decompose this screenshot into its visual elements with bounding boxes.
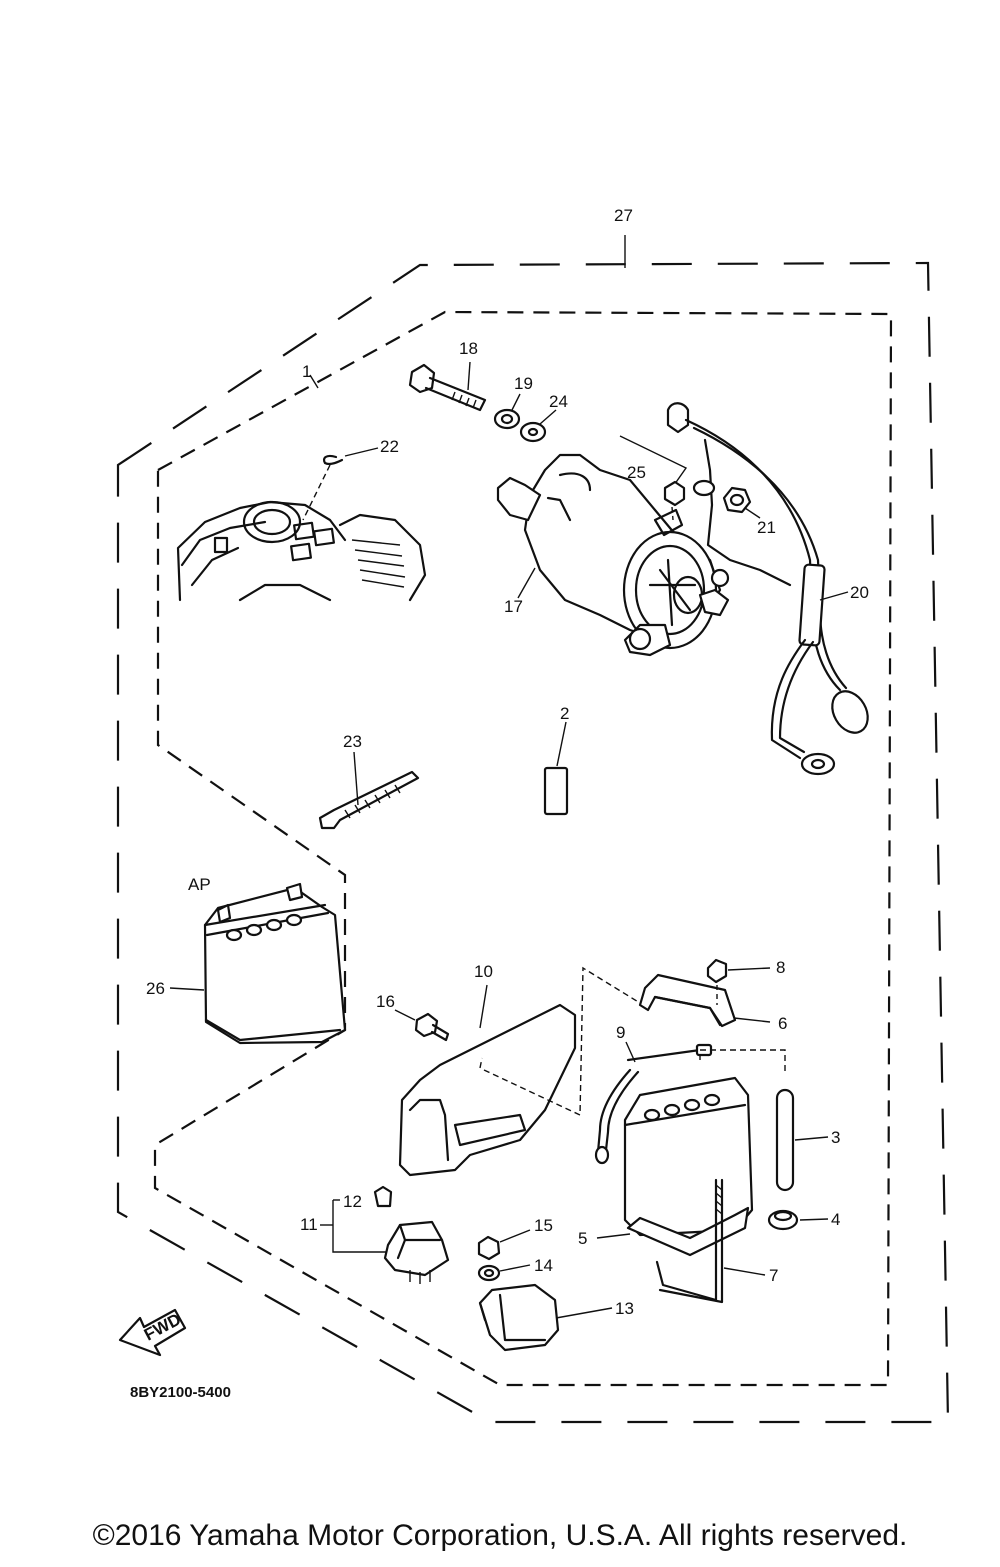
bracket-6 <box>638 973 737 1028</box>
battery-cable-9 <box>594 1043 713 1165</box>
callout-5: 5 <box>578 1229 587 1248</box>
diagram-code: 8BY2100-5400 <box>130 1384 231 1401</box>
callout-20: 20 <box>850 583 869 602</box>
nut-8 <box>706 958 728 1005</box>
callout-17: 17 <box>504 597 523 616</box>
callout-2: 2 <box>560 704 569 723</box>
callout-1: 1 <box>302 362 311 381</box>
callout-21: 21 <box>757 518 776 537</box>
callout-23: 23 <box>343 732 362 751</box>
callout-26: 26 <box>146 979 165 998</box>
washer-24 <box>519 421 547 443</box>
cable-tie-23 <box>318 770 420 830</box>
callout-3: 3 <box>831 1128 840 1147</box>
fwd-arrow-icon: FWD <box>118 1308 187 1357</box>
cover-10 <box>398 966 641 1177</box>
nut-21 <box>722 486 752 514</box>
bolt-18 <box>408 363 487 412</box>
nut-15 <box>477 1235 501 1261</box>
callout-9: 9 <box>616 1023 625 1042</box>
ap-label: AP <box>188 875 211 894</box>
callout-6: 6 <box>778 1014 787 1033</box>
nut-25 <box>663 480 686 507</box>
pad-2 <box>543 766 569 816</box>
battery-26 <box>203 882 347 1045</box>
callout-8: 8 <box>776 958 785 977</box>
unit-13 <box>478 1283 560 1352</box>
inner-kit-boundary <box>153 310 893 1387</box>
callout-13: 13 <box>615 1299 634 1318</box>
callout-11: 11 <box>300 1215 318 1234</box>
callout-4: 4 <box>831 1210 840 1229</box>
copyright-footer: ©2016 Yamaha Motor Corporation, U.S.A. A… <box>92 1519 908 1552</box>
washer-14 <box>477 1264 501 1282</box>
callout-10: 10 <box>474 962 493 981</box>
cable-20 <box>666 402 869 776</box>
grommet-4 <box>767 1209 799 1231</box>
engine-outline <box>176 464 427 602</box>
callout-16: 16 <box>376 992 395 1011</box>
callout-24: 24 <box>549 392 568 411</box>
outer-kit-boundary <box>116 261 950 1424</box>
bolt-16 <box>414 1012 450 1042</box>
callout-7: 7 <box>769 1266 778 1285</box>
callout-22: 22 <box>380 437 399 456</box>
starter-motor-17 <box>496 453 730 657</box>
battery-body <box>623 1049 786 1237</box>
callout-15: 15 <box>534 1216 553 1235</box>
lock-washer-19 <box>493 408 521 430</box>
callout-18: 18 <box>459 339 478 358</box>
cap-12 <box>373 1185 393 1208</box>
tray-5 <box>626 1206 750 1257</box>
callout-12: 12 <box>343 1192 362 1211</box>
callout-14: 14 <box>534 1256 553 1275</box>
rod-3 <box>775 1088 795 1192</box>
rod-7 <box>655 1178 724 1304</box>
callout-19: 19 <box>514 374 533 393</box>
callout-25: 25 <box>627 463 646 482</box>
relay-11 <box>383 1220 450 1284</box>
callout-27: 27 <box>614 206 633 225</box>
clip-22 <box>322 454 344 466</box>
